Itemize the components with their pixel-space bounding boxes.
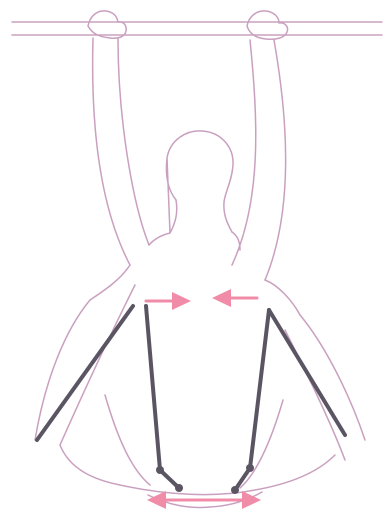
tension-lines <box>37 306 345 494</box>
arrow-left-icon <box>212 289 257 307</box>
double-arrow-horizontal-icon <box>147 491 261 509</box>
pull-up-bar <box>12 22 382 35</box>
body-outline <box>35 38 365 508</box>
arrow-right-icon <box>146 292 191 310</box>
left-hand <box>88 11 126 38</box>
